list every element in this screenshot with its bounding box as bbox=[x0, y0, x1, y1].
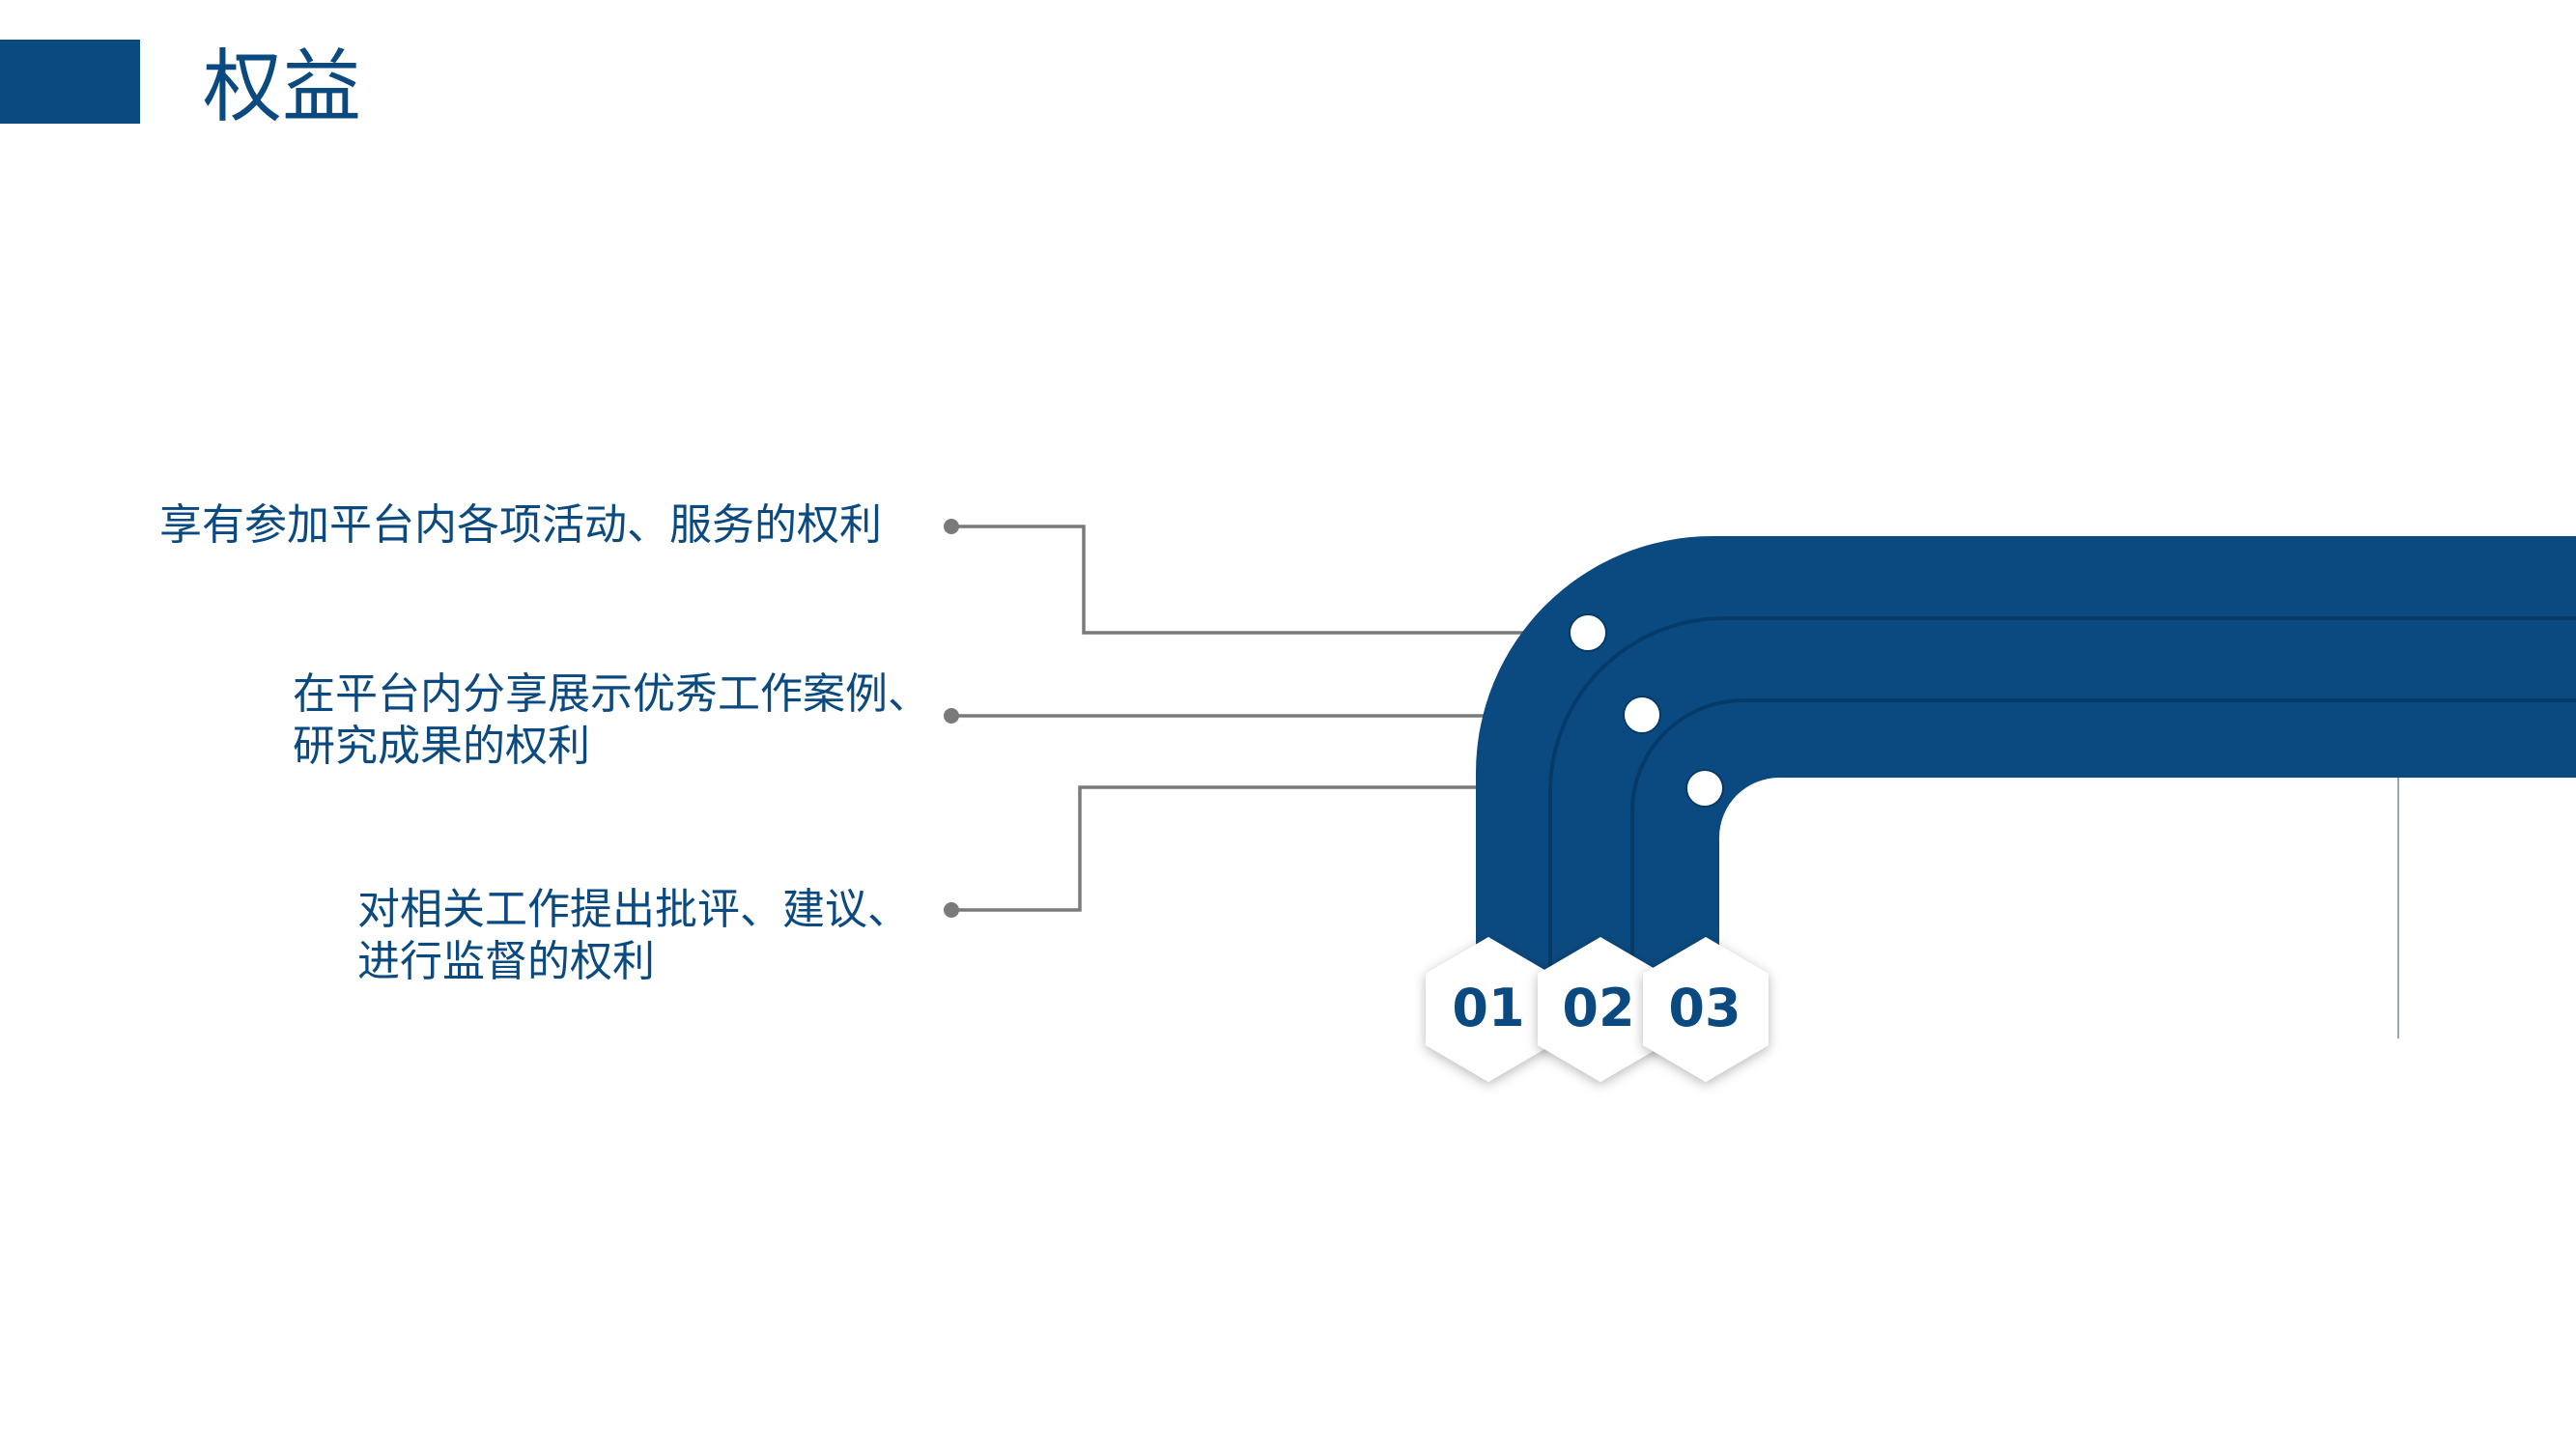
node-circle-3 bbox=[1685, 769, 1724, 808]
connector-dot-3 bbox=[944, 902, 959, 918]
right-item-2-line-2: 研究成果的权利 bbox=[293, 722, 590, 771]
right-item-1: 享有参加平台内各项活动、服务的权利 bbox=[159, 499, 882, 552]
lane-separator-1 bbox=[1548, 616, 2576, 976]
right-item-2: 在平台内分享展示优秀工作案例、 研究成果的权利 bbox=[293, 668, 930, 773]
lane-separator-2 bbox=[1630, 698, 2576, 976]
hex-badge-label-03: 03 bbox=[1668, 978, 1741, 1038]
hex-badge-02 bbox=[1538, 937, 1663, 1082]
page-title: 权益 bbox=[203, 42, 362, 133]
hex-badge-01 bbox=[1426, 937, 1551, 1082]
connector-dot-2 bbox=[944, 708, 959, 724]
connector-line-3 bbox=[951, 785, 1487, 912]
right-item-3-line-2: 进行监督的权利 bbox=[357, 937, 655, 986]
connector-line-1 bbox=[951, 525, 1531, 635]
hex-badge-03 bbox=[1643, 937, 1769, 1082]
right-item-2-line-1: 在平台内分享展示优秀工作案例、 bbox=[293, 669, 930, 719]
pipe-band bbox=[1476, 536, 2576, 976]
connector-dot-1 bbox=[944, 519, 959, 534]
hex-badge-label-02: 02 bbox=[1562, 978, 1634, 1038]
node-circle-1 bbox=[1569, 613, 1607, 652]
header-accent-bar bbox=[0, 40, 140, 124]
node-circle-2 bbox=[1623, 696, 1661, 734]
right-item-1-line-1: 享有参加平台内各项活动、服务的权利 bbox=[159, 500, 882, 550]
hex-badge-label-01: 01 bbox=[1452, 978, 1524, 1038]
right-item-3: 对相关工作提出批评、建议、 进行监督的权利 bbox=[357, 884, 910, 988]
right-item-3-line-1: 对相关工作提出批评、建议、 bbox=[357, 885, 910, 934]
